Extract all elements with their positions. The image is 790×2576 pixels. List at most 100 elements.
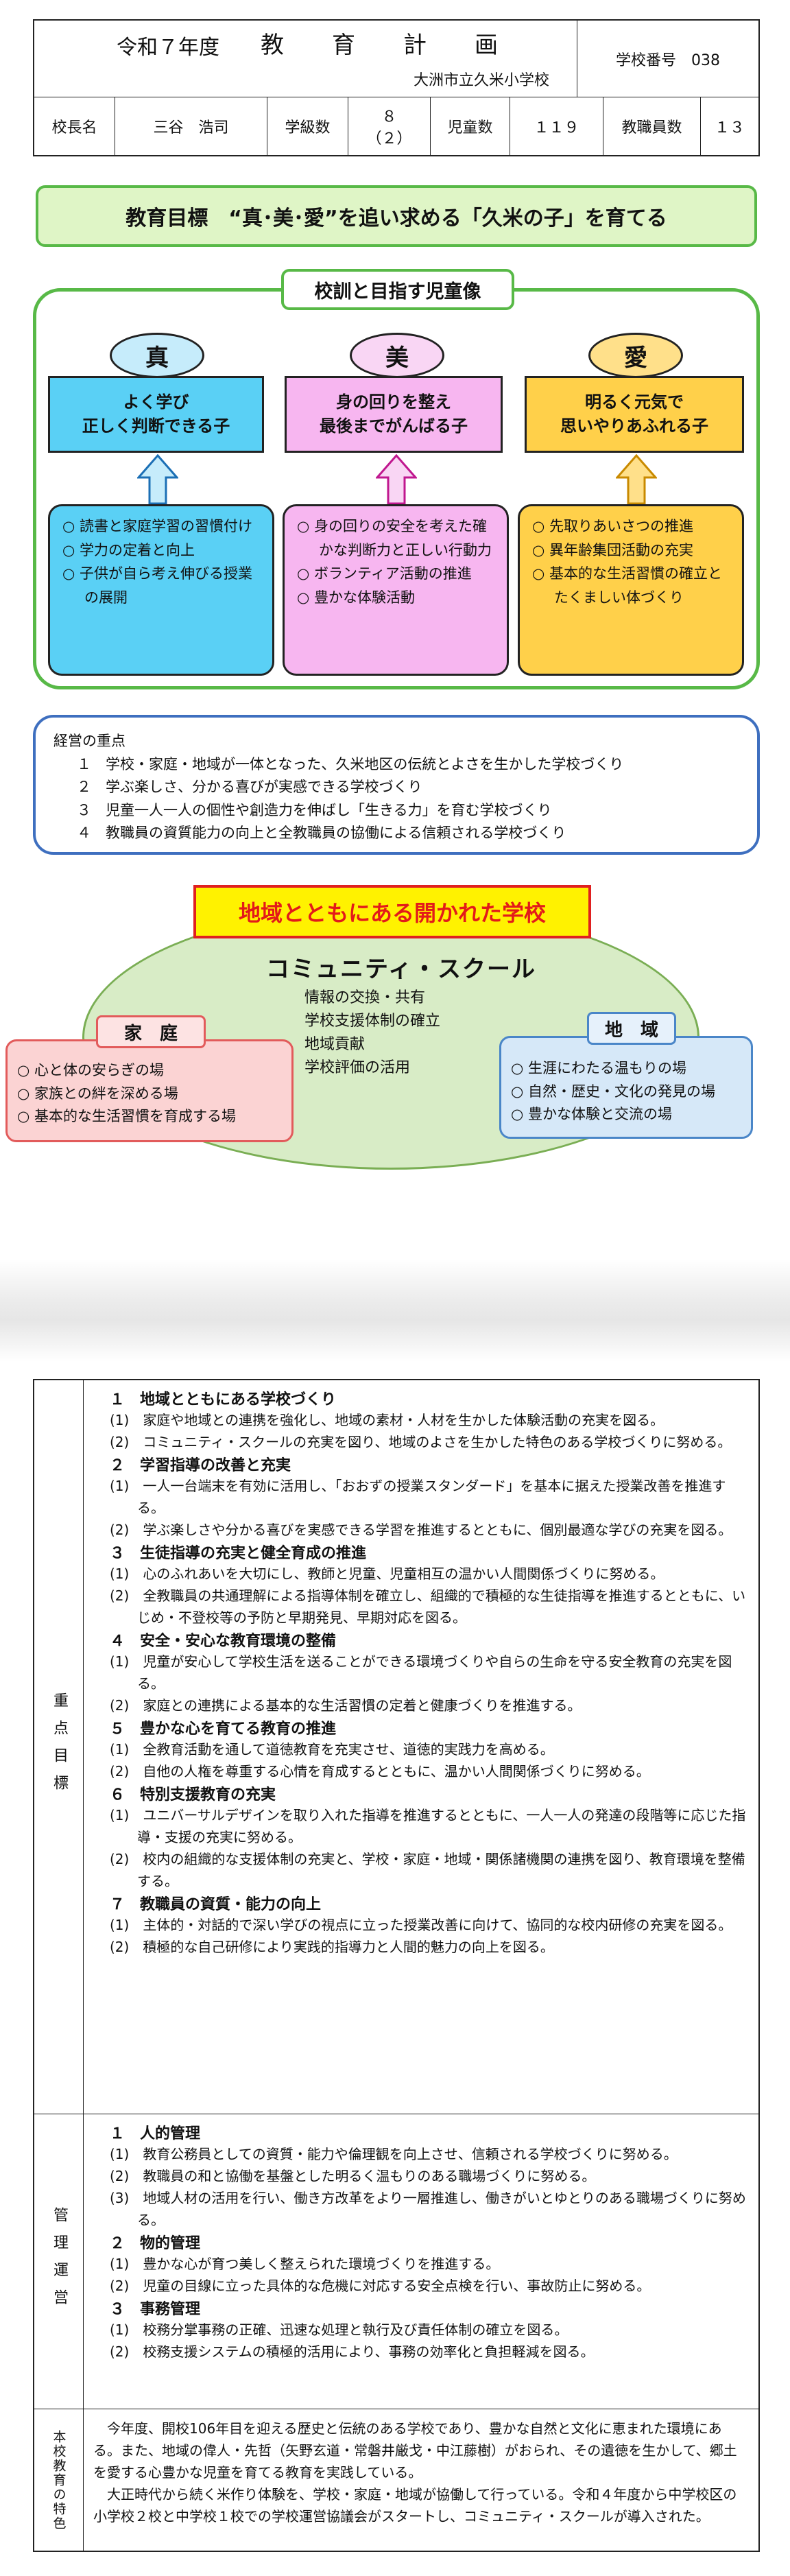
beauty-item-3: ○ 豊かな体験活動 (297, 589, 415, 606)
beauty-oval: 美 (350, 333, 444, 378)
page-one: 令和７年度 教 育 計 画 大洲市立久米小学校 学校番号 038 校長名 三谷 … (0, 0, 790, 1259)
priority-content: １ 地域とともにある学校づくり (1) 家庭や地域との連携を強化し、地域の素材・人… (84, 1380, 758, 2114)
priority-section-item: (2) 積極的な自己研修により実践的指導力と人間的魅力の向上を図る。 (110, 1939, 554, 1955)
beauty-item-1: ○ 身の回りの安全を考えた確かな判断力と正しい行動力 (297, 518, 492, 558)
beauty-item-2: ○ ボランティア活動の推進 (297, 565, 472, 582)
header-table: 令和７年度 教 育 計 画 大洲市立久米小学校 学校番号 038 校長名 三谷 … (33, 19, 760, 156)
priority-section-item: (1) 全教育活動を通して道徳教育を充実させ、道徳的実践力を高める。 (110, 1741, 554, 1758)
admin-section-item: (1) 教育公務員としての資質・能力や倫理観を向上させ、信頼される学校づくりに努… (110, 2146, 678, 2162)
feature-paragraph-1: 今年度、開校106年目を迎える歴史と伝統のある学校であり、豊かな自然と文化に恵ま… (93, 2420, 737, 2481)
priority-sections: １ 地域とともにある学校づくり (1) 家庭や地域との連携を強化し、地域の素材・人… (93, 1387, 750, 1958)
feature-label-cell: 本校教育の特色 (34, 2409, 84, 2551)
truth-item-3: ○ 子供が自ら考え伸びる授業の展開 (62, 565, 252, 606)
priority-section-item: (1) 一人一台端末を有効に活用し、「おおずの授業スタンダード」を基本に据えた授… (110, 1478, 726, 1516)
feature-content: 今年度、開校106年目を迎える歴史と伝統のある学校であり、豊かな自然と文化に恵ま… (84, 2409, 758, 2551)
region-item-1: ○ 生涯にわたる温もりの場 (511, 1060, 686, 1076)
home-item-2: ○ 家族との絆を深める場 (17, 1085, 178, 1102)
priority-section-item: (2) 家庭との連携による基本的な生活習慣の定着と健康づくりを推進する。 (110, 1697, 582, 1714)
truth-oval: 真 (110, 333, 204, 378)
management-item-1: １ 学校・家庭・地域が一体となった、久米地区の伝統とよさを生かした学校づくり (77, 755, 624, 772)
love-item-1: ○ 先取りあいさつの推進 (532, 518, 693, 534)
education-goal: 教育目標 “真･美･愛”を追い求める「久米の子」を育てる (36, 185, 757, 247)
priority-section-item: (1) 家庭や地域との連携を強化し、地域の素材・人材を生かした体験活動の充実を図… (110, 1412, 665, 1428)
truth-list: ○ 読書と家庭学習の習慣付け ○ 学力の定着と向上 ○ 子供が自ら考え伸びる授業… (48, 504, 274, 676)
priority-section-item: (1) 主体的・対話的で深い学びの視点に立った授業改善に向けて、協同的な校内研修… (110, 1917, 732, 1933)
priority-section-heading: ７ 教職員の資質・能力の向上 (110, 1896, 322, 1913)
management-item-2: ２ 学ぶ楽しさ、分かる喜びが実感できる学校づくり (77, 779, 422, 796)
home-box: ○ 心と体の安らぎの場 ○ 家族との絆を深める場 ○ 基本的な生活習慣を育成する… (5, 1039, 294, 1142)
priority-section-heading: ６ 特別支援教育の充実 (110, 1786, 276, 1804)
priority-section-item: (1) ユニバーサルデザインを取り入れた指導を推進するとともに、一人一人の発達の… (110, 1807, 746, 1845)
fiscal-year: 令和７年度 (117, 36, 219, 60)
students-value: １１９ (510, 97, 603, 155)
priority-label-cell: 重点目標 (34, 1380, 84, 2114)
love-arrow-icon (616, 454, 657, 505)
community-center-list: 情報の交換・共有 学校支援体制の確立 地域貢献 学校評価の活用 (304, 986, 510, 1080)
community-title: コミュニティ・スクール (266, 956, 536, 983)
page-gap (0, 1259, 790, 1362)
priority-section-item: (2) 校内の組織的な支援体制の充実と、学校・家庭・地域・関係諸機関の連携を図り… (110, 1851, 745, 1889)
beauty-ideal: 身の回りを整え 最後までがんばる子 (285, 376, 503, 453)
admin-section-item: (2) 校務支援システムの積極的活用により、事務の効率化と負担軽減を図る。 (110, 2343, 595, 2360)
center-item-1: 情報の交換・共有 (304, 989, 426, 1006)
priority-section-item: (1) 児童が安心して学校生活を送ることができる環境づくりや自らの生命を守る安全… (110, 1653, 732, 1692)
region-item-3: ○ 豊かな体験と交流の場 (511, 1106, 672, 1123)
home-label: 家 庭 (96, 1015, 206, 1048)
feature-label: 本校教育の特色 (51, 2429, 67, 2531)
home-item-1: ○ 心と体の安らぎの場 (17, 1062, 164, 1078)
center-item-2: 学校支援体制の確立 (304, 1013, 441, 1030)
admin-section-item: (1) 豊かな心が育つ美しく整えられた環境づくりを推進する。 (110, 2256, 500, 2272)
admin-section-item: (3) 地域人材の活用を行い、働き方改革をより一層推進し、働きがいとゆとりのある… (110, 2190, 746, 2228)
admin-sections: １ 人的管理 (1) 教育公務員としての資質・能力や倫理観を向上させ、信頼される学… (93, 2121, 750, 2363)
management-box: 経営の重点 １ 学校・家庭・地域が一体となった、久米地区の伝統とよさを生かした学… (33, 715, 760, 855)
love-item-3: ○ 基本的な生活習慣の確立とたくましい体づくり (532, 565, 722, 606)
principal-name: 三谷 浩司 (115, 97, 267, 155)
priority-section-heading: ２ 学習指導の改善と充実 (110, 1457, 291, 1474)
admin-section-heading: １ 人的管理 (110, 2125, 201, 2142)
classes-value-cell: ８ （２） (348, 97, 431, 155)
love-oval: 愛 (588, 333, 683, 378)
classes-sub: （２） (366, 130, 412, 147)
priority-section-item: (1) 心のふれあいを大切にし、教師と児童、児童相互の温かい人間関係づくりに努め… (110, 1565, 665, 1582)
priority-section-item: (2) 全教職員の共通理解による指導体制を確立し、組織的で積極的な生徒指導を推進… (110, 1587, 746, 1626)
priority-section-item: (2) 学ぶ楽しさや分かる喜びを実感できる学習を推進するとともに、個別最適な学び… (110, 1522, 732, 1538)
admin-section-item: (2) 教職員の和と協働を基盤とした明るく温もりのある職場づくりに努める。 (110, 2168, 596, 2184)
feature-paragraph-2: 大正時代から続く米作り体験を、学校・家庭・地域が協働して行っている。令和４年度か… (93, 2486, 737, 2525)
priority-section-item: (2) コミュニティ・スクールの充実を図り、地域のよさを生かした特色のある学校づ… (110, 1434, 732, 1450)
staff-value: １３ (714, 119, 745, 137)
staff-label: 教職員数 (603, 97, 701, 155)
home-item-3: ○ 基本的な生活習慣を育成する場 (17, 1108, 236, 1125)
admin-label-cell: 管理運営 (34, 2114, 84, 2409)
love-list: ○ 先取りあいさつの推進 ○ 異年齢集団活動の充実 ○ 基本的な生活習慣の確立と… (518, 504, 744, 676)
region-box: ○ 生涯にわたる温もりの場 ○ 自然・歴史・文化の発見の場 ○ 豊かな体験と交流… (499, 1036, 753, 1139)
admin-label: 管理運営 (51, 2207, 68, 2317)
truth-item-1: ○ 読書と家庭学習の習慣付け (62, 518, 252, 534)
document-title: 教 育 計 画 (261, 32, 510, 59)
admin-section-heading: ３ 事務管理 (110, 2301, 201, 2318)
admin-content: １ 人的管理 (1) 教育公務員としての資質・能力や倫理観を向上させ、信頼される学… (84, 2114, 758, 2409)
beauty-arrow-icon (376, 454, 417, 505)
love-item-2: ○ 異年齢集団活動の充実 (532, 541, 693, 558)
love-ideal: 明るく元気で 思いやりあふれる子 (525, 376, 744, 453)
truth-arrow-icon (137, 454, 178, 505)
detail-table: 重点目標 １ 地域とともにある学校づくり (1) 家庭や地域との連携を強化し、地域… (33, 1379, 760, 2552)
community-banner: 地域とともにある開かれた学校 (193, 885, 591, 938)
admin-section-item: (2) 児童の目線に立った具体的な危機に対応する安全点検を行い、事故防止に努める… (110, 2278, 651, 2294)
management-title: 経営の重点 (53, 733, 125, 749)
priority-section-heading: ５ 豊かな心を育てる教育の推進 (110, 1721, 337, 1738)
page-two: 重点目標 １ 地域とともにある学校づくり (1) 家庭や地域との連携を強化し、地域… (0, 1362, 790, 2576)
truth-item-2: ○ 学力の定着と向上 (62, 541, 195, 558)
students-label: 児童数 (431, 97, 510, 155)
priority-section-item: (2) 自他の人権を尊重する心情を育成するとともに、温かい人間関係づくりに努める… (110, 1763, 650, 1780)
beauty-list: ○ 身の回りの安全を考えた確かな判断力と正しい行動力 ○ ボランティア活動の推進… (283, 504, 509, 676)
admin-section-heading: ２ 物的管理 (110, 2235, 201, 2252)
motto-title: 校訓と目指す児童像 (281, 269, 514, 310)
management-item-4: ４ 教職員の資質能力の向上と全教職員の協働による信頼される学校づくり (77, 825, 566, 842)
truth-ideal: よく学び 正しく判断できる子 (48, 376, 264, 453)
priority-section-heading: １ 地域とともにある学校づくり (110, 1391, 337, 1408)
priority-section-heading: ４ 安全・安心な教育環境の整備 (110, 1633, 337, 1650)
admin-section-item: (1) 校務分掌事務の正確、迅速な処理と執行及び責任体制の確立を図る。 (110, 2321, 568, 2338)
classes-value: ８ (381, 108, 397, 126)
school-number: 学校番号 038 (577, 21, 758, 97)
region-item-2: ○ 自然・歴史・文化の発見の場 (511, 1083, 715, 1100)
